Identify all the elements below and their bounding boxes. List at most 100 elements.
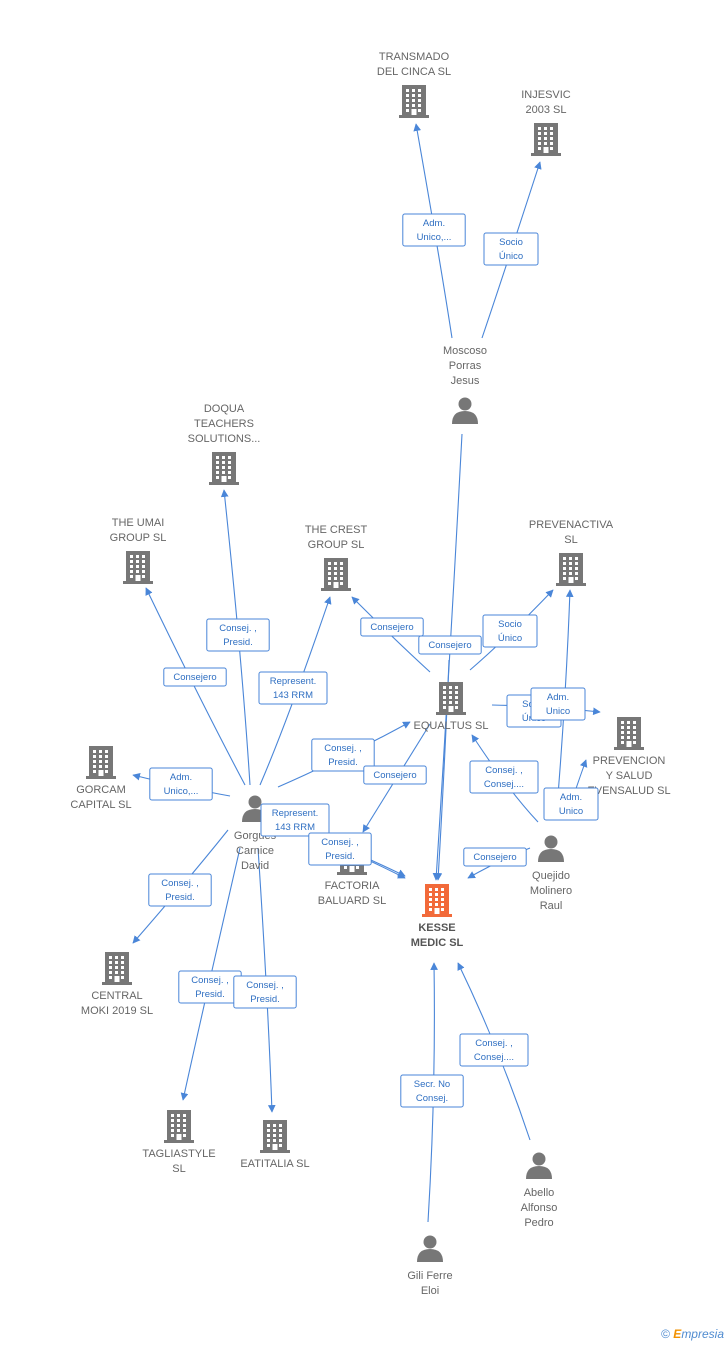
node-label: BALUARD SL: [318, 895, 386, 907]
person-icon: [452, 397, 478, 424]
node-label: THE UMAI: [112, 517, 165, 529]
edge-label-box: [149, 767, 213, 801]
edge-label-box: [459, 1033, 529, 1067]
edge-label-text: Consej. ,: [485, 765, 523, 776]
edge-label-box: [482, 614, 538, 648]
edge-label-box: [148, 873, 212, 907]
node-label: EATITALIA SL: [240, 1158, 309, 1170]
node-label: INJESVIC: [521, 89, 571, 101]
edge-label-gorgues-to-kesse[interactable]: Represent.143 RRM: [260, 803, 330, 837]
building-icon: [436, 682, 466, 715]
person-icon: [417, 1235, 443, 1262]
node-label: Porras: [449, 360, 482, 372]
edge-label-text: Consej....: [474, 1052, 514, 1063]
edge-label-text: Adm.: [547, 692, 569, 703]
node-label: SL: [564, 534, 577, 546]
edge-label-gorgues-to-umai[interactable]: Consejero: [163, 667, 227, 687]
building-icon: [164, 1110, 194, 1143]
node-label: DOQUA: [204, 403, 245, 415]
node-label: Pedro: [524, 1217, 553, 1229]
node-transmado[interactable]: TRANSMADO DEL CINCA SL: [377, 51, 451, 118]
edge-label-equaltus-to-factoria[interactable]: Consejero: [363, 765, 427, 785]
edge-label-equaltus-to-crest[interactable]: Consejero: [360, 617, 424, 637]
node-label: Gili Ferre: [407, 1270, 452, 1282]
edge-label-equaltus-to-kesse[interactable]: Consejero: [418, 635, 482, 655]
node-label: Y SALUD: [606, 770, 653, 782]
edge-label-text: Consej. ,: [191, 975, 229, 986]
edge-label-gorgues-to-doqua[interactable]: Consej. ,Presid.: [206, 618, 270, 652]
edge-label-moscoso-to-transmado[interactable]: Adm.Unico,...: [402, 213, 466, 247]
edge-label-quejido-to-prevencion[interactable]: Adm.Unico: [543, 787, 599, 821]
edge-label-text: Consej. ,: [246, 980, 284, 991]
edge-label-abello-to-kesse[interactable]: Consej. ,Consej....: [459, 1033, 529, 1067]
node-equaltus[interactable]: EQUALTUS SL: [414, 682, 489, 732]
edge-label-text: Socio: [499, 237, 523, 248]
edge-label-quejido-to-prevenactiva[interactable]: Adm.Unico: [530, 687, 586, 721]
node-eatitalia[interactable]: EATITALIA SL: [240, 1120, 310, 1170]
node-label: KESSE: [418, 922, 455, 934]
node-label: 2003 SL: [526, 104, 567, 116]
edge-label-factoria-to-kesse[interactable]: Consej. ,Presid.: [308, 832, 372, 866]
node-label: Molinero: [530, 885, 572, 897]
node-label: FACTORIA: [325, 880, 380, 892]
person-icon: [526, 1152, 552, 1179]
node-label: Carnice: [236, 845, 274, 857]
node-label: Abello: [524, 1187, 555, 1199]
edge-label-text: Presid.: [328, 757, 358, 768]
edge-label-text: 143 RRM: [275, 822, 315, 833]
node-label: SOLUTIONS...: [188, 433, 261, 445]
building-icon: [123, 551, 153, 584]
node-label: Eloi: [421, 1285, 439, 1297]
edge-label-text: Adm.: [170, 772, 192, 783]
edge-label-gorgues-to-equaltus[interactable]: Consej. ,Presid.: [311, 738, 375, 772]
edge-label-box: [258, 671, 328, 705]
edge-label-gorgues-to-tagliastyle[interactable]: Consej. ,Presid.: [178, 970, 242, 1004]
edge-label-box: [206, 618, 270, 652]
edge-label-box: [543, 787, 599, 821]
node-label: TRANSMADO: [379, 51, 450, 63]
edge-label-quejido-to-kesse[interactable]: Consejero: [463, 847, 527, 867]
edge-label-box: [233, 975, 297, 1009]
node-label: TAGLIASTYLE: [142, 1148, 215, 1160]
node-label: GROUP SL: [308, 539, 365, 551]
building-icon: [102, 952, 132, 985]
edge-label-box: [260, 803, 330, 837]
edge-label-gorgues-to-central[interactable]: Consej. ,Presid.: [148, 873, 212, 907]
edge-label-quejido-to-equaltus[interactable]: Consej. ,Consej....: [469, 760, 539, 794]
edge-label-gorgues-to-gorcam[interactable]: Adm.Unico,...: [149, 767, 213, 801]
edge-equaltus-to-crest: [351, 596, 431, 673]
empresia-credit[interactable]: © Empresia: [661, 1327, 724, 1341]
edge-label-gorgues-to-eatitalia[interactable]: Consej. ,Presid.: [233, 975, 297, 1009]
edge-label-text: Consej.: [416, 1093, 448, 1104]
building-icon: [321, 558, 351, 591]
node-injesvic[interactable]: INJESVIC 2003 SL: [521, 89, 571, 156]
building-icon: [399, 85, 429, 118]
building-icon: [260, 1120, 290, 1153]
brand-name: mpresia: [681, 1327, 724, 1341]
edge-label-box: [163, 667, 227, 687]
node-doqua[interactable]: DOQUATEACHERSSOLUTIONS...: [188, 403, 261, 485]
edge-label-box: [469, 760, 539, 794]
node-label: CAPITAL SL: [70, 799, 131, 811]
node-label: DEL CINCA SL: [377, 66, 451, 78]
edge-label-gorgues-to-crest[interactable]: Represent.143 RRM: [258, 671, 328, 705]
brand-initial: E: [673, 1327, 682, 1341]
node-label: Quejido: [532, 870, 570, 882]
edge-gorgues-to-umai: [145, 587, 246, 786]
edge-label-text: Consejero: [473, 852, 516, 863]
